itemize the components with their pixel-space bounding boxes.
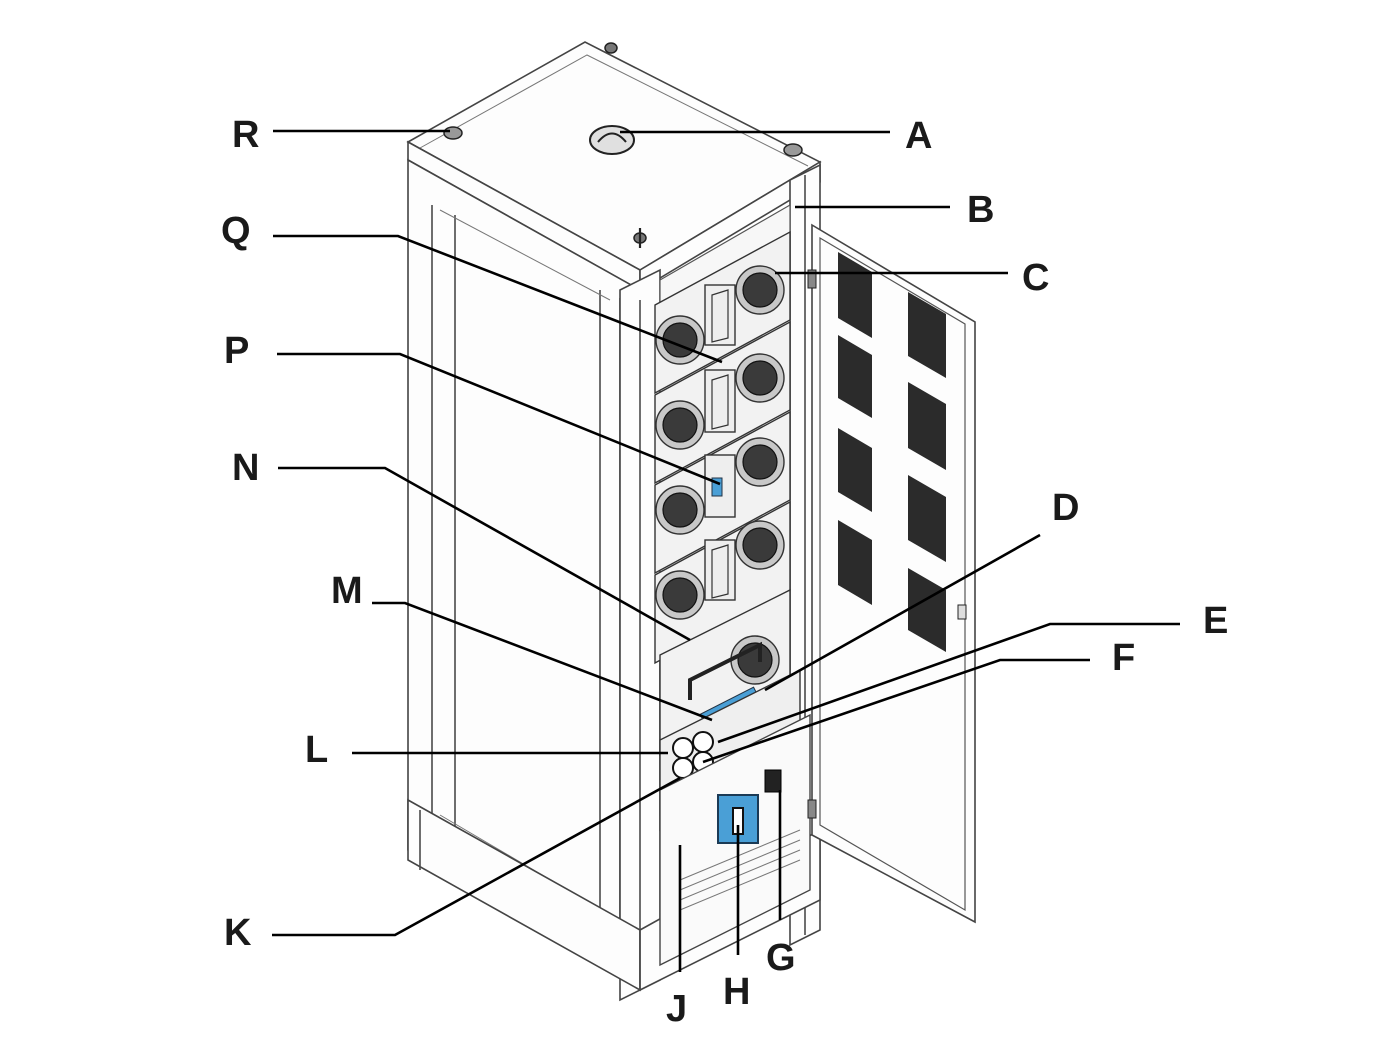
door-vent-6	[908, 475, 946, 562]
roof-bolt-left	[443, 126, 463, 140]
breaker-g	[764, 769, 782, 793]
leader-N	[278, 466, 691, 642]
callout-R: R	[232, 114, 259, 156]
callout-K: K	[224, 912, 252, 954]
callout-G: G	[766, 937, 796, 979]
callout-B: B	[967, 189, 994, 231]
callout-L: L	[305, 729, 328, 771]
door-vent-5	[838, 428, 872, 512]
power-module-2	[654, 320, 791, 485]
door-vent-3	[838, 335, 872, 418]
callout-labels: A B C D E F G H J K L M N P Q R	[221, 114, 1228, 1030]
leader-E	[717, 622, 1180, 744]
callout-P: P	[224, 330, 249, 372]
leader-D	[764, 533, 1041, 692]
callout-F: F	[1112, 637, 1135, 679]
module-indicator-blue	[711, 477, 723, 497]
power-module-1	[654, 230, 791, 395]
leader-M	[372, 601, 713, 722]
power-module-stack	[654, 230, 791, 665]
door-vent-2	[908, 292, 946, 378]
roof-bolt-right	[783, 143, 803, 157]
door-vent-4	[908, 382, 946, 470]
callout-Q: Q	[221, 210, 251, 252]
callout-H: H	[723, 971, 750, 1013]
leader-P	[277, 352, 721, 486]
open-door	[807, 223, 976, 924]
power-module-3	[654, 410, 791, 575]
callout-J: J	[666, 988, 687, 1030]
leader-Q	[273, 234, 723, 364]
power-module-4	[654, 500, 791, 665]
leader-lines	[272, 129, 1180, 972]
callout-A: A	[905, 115, 932, 157]
door-vent-7	[838, 520, 872, 605]
connector-1	[672, 737, 694, 759]
top-lifting-eye	[589, 125, 635, 155]
callout-N: N	[232, 447, 259, 489]
callout-D: D	[1052, 487, 1079, 529]
callout-C: C	[1022, 257, 1049, 299]
leader-F	[702, 658, 1090, 764]
callout-E: E	[1203, 600, 1228, 642]
door-vent-8	[908, 568, 946, 652]
callout-M: M	[331, 570, 363, 612]
leader-K	[272, 776, 681, 937]
connector-2	[692, 731, 714, 753]
fan-unit-handle	[688, 641, 762, 700]
cabinet-illustration	[406, 41, 976, 1002]
